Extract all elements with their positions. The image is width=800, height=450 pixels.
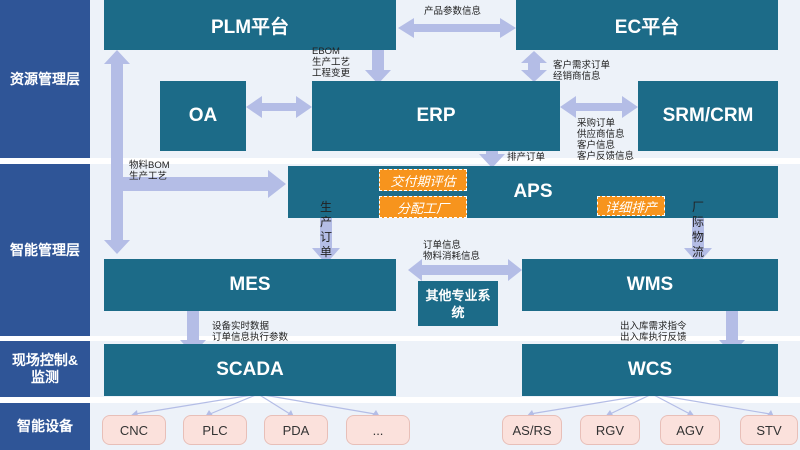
vertical-label-char: 际 [691, 215, 704, 229]
vertical-label-char: 厂 [691, 200, 704, 214]
erp-box[interactable]: ERP [312, 81, 560, 151]
layer-label-resource: 资源管理层 [0, 0, 90, 158]
label-aps-wms: 厂际物流 [691, 200, 705, 260]
wms-box[interactable]: WMS [522, 259, 778, 311]
device-agv[interactable]: AGV [660, 415, 720, 445]
vertical-label-char: 流 [691, 245, 704, 259]
vertical-label-char: 单 [319, 245, 332, 259]
arrow-mes-wms [408, 259, 522, 281]
link-wcs-rgv [609, 393, 653, 415]
ec-platform-box[interactable]: EC平台 [516, 0, 778, 50]
arrow-wms-wcs [719, 296, 745, 354]
plm-platform-box[interactable]: PLM平台 [104, 0, 396, 50]
oa-box[interactable]: OA [160, 81, 246, 151]
vertical-label-char: 生 [319, 200, 332, 214]
layer-label-field: 现场控制& 监测 [0, 341, 90, 397]
label-plm-erp: EBOM 生产工艺 工程变更 [312, 46, 351, 79]
label-ec-erp: 客户需求订单 经销商信息 [553, 60, 611, 82]
device-plc[interactable]: PLC [183, 415, 247, 445]
tag-detailed-scheduling: 详细排产 [597, 196, 665, 216]
label-plm-ec: 产品参数信息 [424, 6, 482, 17]
arrow-left-trunk [104, 50, 130, 254]
label-left-aps: 物料BOM 生产工艺 [129, 160, 170, 182]
device-more[interactable]: ... [346, 415, 410, 445]
link-scada-plc [209, 393, 259, 415]
arrow-oa-erp [246, 96, 312, 118]
arrow-ec-erp [521, 51, 547, 82]
arrow-aps-mes [312, 192, 340, 264]
layer-label-devices: 智能设备 [0, 403, 90, 450]
label-aps-mes: 生产订单 [319, 200, 333, 260]
arrow-aps-wms [684, 192, 712, 264]
link-scada-more [257, 393, 376, 415]
device-rgv[interactable]: RGV [580, 415, 640, 445]
vertical-label-char: 物 [691, 230, 704, 244]
device-pda[interactable]: PDA [264, 415, 328, 445]
vertical-label-char: 产 [319, 215, 332, 229]
link-wcs-agv [651, 393, 691, 415]
label-erp-srm: 采购订单 供应商信息 客户信息 客户反馈信息 [577, 118, 635, 162]
label-mes-wms: 订单信息 物料消耗信息 [423, 240, 481, 262]
mes-box[interactable]: MES [104, 259, 396, 311]
tag-assign-factory: 分配工厂 [379, 196, 467, 218]
scada-box[interactable]: SCADA [104, 344, 396, 396]
other-systems-box[interactable]: 其他专业系 统 [418, 281, 498, 326]
device-stv[interactable]: STV [740, 415, 798, 445]
wcs-box[interactable]: WCS [522, 344, 778, 396]
aps-box[interactable]: APS [288, 166, 778, 218]
link-scada-cnc [134, 393, 259, 415]
label-erp-aps: 排产订单 [507, 152, 546, 163]
label-wms-wcs: 出入库需求指令 出入库执行反馈 [620, 321, 687, 343]
arrow-erp-srm [560, 96, 638, 118]
vertical-label-char: 订 [319, 230, 332, 244]
tag-delivery-evaluation: 交付期评估 [379, 169, 467, 191]
arrow-plm-ec [398, 18, 516, 38]
arrow-mes-scada [180, 296, 206, 354]
link-scada-pda [257, 393, 291, 415]
link-wcs-asrs [529, 393, 653, 415]
device-asrs[interactable]: AS/RS [502, 415, 562, 445]
layer-label-smart-mgmt: 智能管理层 [0, 164, 90, 336]
link-wcs-stv [651, 393, 771, 415]
label-mes-scada: 设备实时数据 订单信息执行参数 [212, 321, 289, 343]
srm-crm-box[interactable]: SRM/CRM [638, 81, 778, 151]
device-cnc[interactable]: CNC [102, 415, 166, 445]
arrow-trunk-aps [123, 170, 286, 198]
